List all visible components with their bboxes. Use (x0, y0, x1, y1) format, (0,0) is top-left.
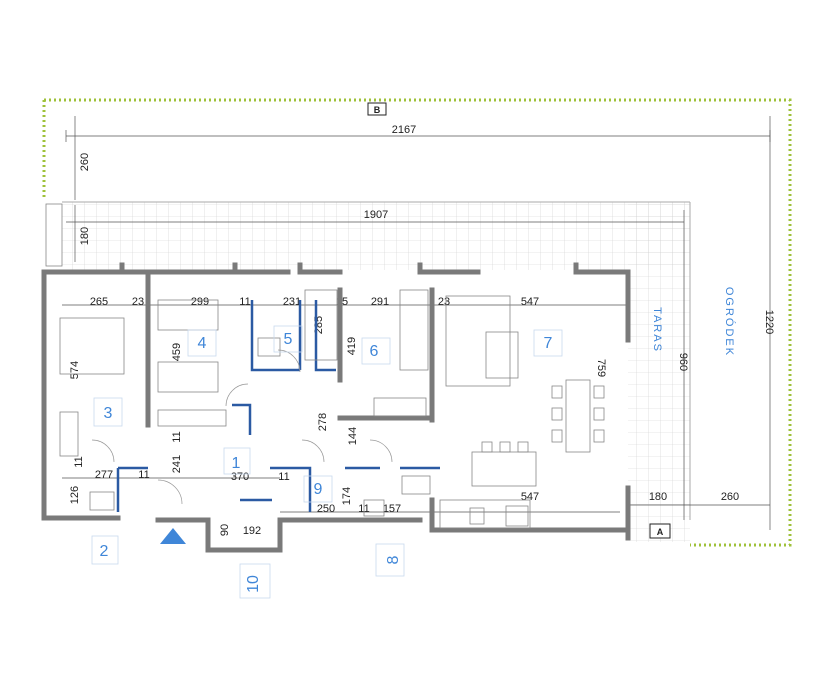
dining-table (565, 379, 591, 453)
room-number-boxes (91, 325, 563, 599)
kitchen-counter (439, 499, 531, 529)
dining-chairs (481, 385, 605, 453)
dim-260-left: 260 (79, 153, 91, 171)
room-number-3: 3 (104, 405, 113, 422)
room-number-1: 1 (232, 455, 241, 472)
dim-192: 192 (243, 525, 261, 537)
room-number-4: 4 (198, 335, 207, 352)
sink-room2 (89, 491, 115, 511)
toilet-room8 (363, 499, 385, 517)
dim-180-bottom: 180 (649, 491, 667, 503)
dim-250: 250 (317, 503, 335, 515)
dim-174: 174 (341, 487, 353, 505)
section-marker-a: A (649, 523, 671, 539)
sink-room5 (257, 337, 281, 357)
wardrobe-room4 (157, 409, 227, 427)
bed-room3 (59, 317, 125, 375)
dimension-labels: 2167 260 1907 180 1220 960 180 260 265 2… (69, 124, 775, 537)
dim-2167: 2167 (392, 124, 416, 136)
room-number-7: 7 (544, 335, 553, 352)
dim-1907: 1907 (364, 209, 388, 221)
dim-574: 574 (69, 361, 81, 379)
walls (41, 262, 631, 553)
dim-299: 299 (191, 296, 209, 308)
room-numbers: 1 2 3 4 5 6 7 8 9 10 (100, 331, 553, 593)
dim-11-c: 11 (278, 471, 289, 483)
label-ogrodek: OGRÓDEK (723, 287, 736, 357)
dim-11-b: 11 (171, 431, 183, 442)
dimension-lines (62, 116, 771, 530)
dim-547-top: 547 (521, 296, 539, 308)
bathroom-walls (116, 300, 440, 512)
coffee-table (485, 331, 519, 379)
sofa-room6 (399, 289, 429, 371)
dim-277: 277 (95, 469, 113, 481)
dim-265: 265 (90, 296, 108, 308)
dim-459: 459 (171, 343, 183, 361)
section-marker-b-text: B (374, 105, 381, 115)
dim-23-b: 23 (438, 296, 450, 308)
dim-144: 144 (347, 427, 359, 445)
stove (505, 505, 529, 527)
dim-241: 241 (171, 455, 183, 473)
dim-231: 231 (283, 296, 301, 308)
room-number-2: 2 (100, 543, 109, 560)
wardrobe-room3 (59, 411, 79, 457)
room-number-10: 10 (245, 575, 262, 593)
washing-machine (401, 475, 431, 495)
dim-260-bottom: 260 (721, 491, 739, 503)
bathtub (304, 289, 338, 361)
dim-11-d: 11 (73, 456, 85, 467)
dim-960: 960 (677, 353, 689, 371)
entrance-arrow-icon (160, 528, 186, 544)
dim-157: 157 (383, 503, 401, 515)
room-number-5: 5 (284, 331, 293, 348)
dim-11-a: 11 (239, 296, 250, 308)
furniture (45, 203, 591, 529)
door-swings (91, 349, 393, 505)
dim-23-a: 23 (132, 296, 144, 308)
dim-90: 90 (219, 524, 231, 536)
dim-180-left: 180 (79, 227, 91, 245)
dim-11-e: 11 (138, 469, 149, 481)
dim-419: 419 (346, 337, 358, 355)
dim-759: 759 (595, 359, 607, 377)
bed-room4-b (157, 361, 219, 393)
dim-278: 278 (317, 413, 329, 431)
label-taras: TARAS (651, 307, 663, 353)
section-marker-b: B (367, 102, 387, 116)
dim-1220: 1220 (763, 310, 775, 334)
dim-370: 370 (231, 471, 249, 483)
room-number-6: 6 (370, 343, 379, 360)
section-marker-a-text: A (657, 527, 664, 537)
garden-boundary (42, 98, 792, 547)
dim-291: 291 (371, 296, 389, 308)
room-number-9: 9 (314, 481, 323, 498)
kitchen-island (471, 451, 537, 487)
dim-126: 126 (69, 486, 81, 504)
terrace-tiles (62, 201, 691, 542)
terrace-bench (45, 203, 63, 267)
desk-room6 (373, 397, 427, 417)
kitchen-sink (469, 507, 485, 525)
room-number-8: 8 (385, 555, 402, 564)
sofa-room7 (445, 295, 511, 387)
